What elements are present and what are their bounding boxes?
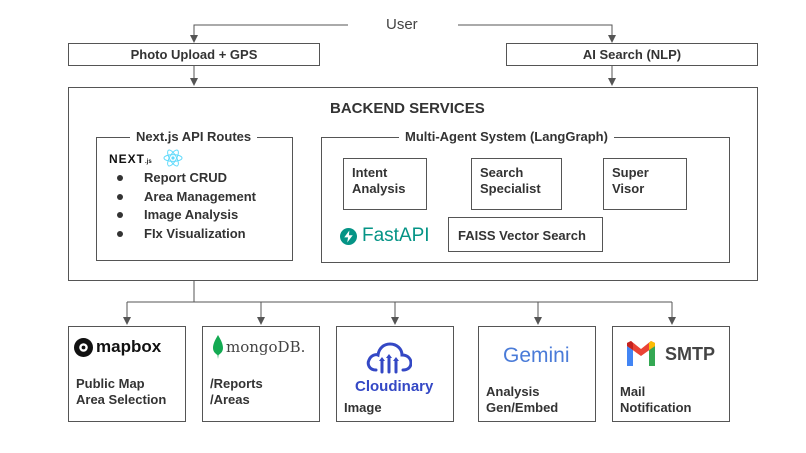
supervisor-line-2: Visor [612,181,645,196]
mapbox-icon [74,337,93,357]
faiss-search-label: FAISS Vector Search [458,228,586,243]
specialist-line-2: Specialist [480,181,541,196]
react-icon [163,149,183,172]
bullet-dot [117,175,123,181]
mongodb-logo: mongoDB. [212,335,305,359]
mongodb-desc: /Reports /Areas [210,376,263,407]
route-item-area-management: Area Management [110,189,256,208]
nextjs-logo: NEXT.js [109,152,152,166]
supervisor-line-1: Super [612,165,649,180]
cloudinary-desc: Image [344,400,382,415]
user-label: User [386,16,418,33]
cloudinary-cloud-icon [366,340,413,379]
cloudinary-logo-text: Cloudinary [355,378,434,395]
photo-upload-label: Photo Upload + GPS [130,47,258,62]
cloudinary-service-box [336,326,454,422]
smtp-logo-text: SMTP [665,344,716,364]
specialist-line-1: Search [480,165,524,180]
mongodb-logo-text: mongoDB. [226,338,306,356]
bullet-dot [117,193,123,200]
api-routes-title: Next.js API Routes [130,129,258,144]
fastapi-logo-text: FastAPI [362,225,430,246]
route-item-fix-visualization: FIx Visualization [110,226,256,245]
fastapi-bolt-icon [340,227,357,245]
api-routes-list: Report CRUD Area Management Image Analys… [110,170,256,244]
nextjs-logo-text: NEXT [109,152,146,166]
intent-line-2: Analysis [352,181,406,196]
mapbox-desc: Public Map Area Selection [76,376,167,407]
ai-search-label: AI Search (NLP) [582,47,682,62]
gemini-service-box [478,326,596,422]
mongodb-leaf-icon [213,335,223,359]
route-item-report-crud: Report CRUD [110,170,256,189]
intent-line-1: Intent [352,165,388,180]
mapbox-logo: mapbox [74,337,161,357]
fastapi-logo: FastAPI [340,225,430,247]
bullet-dot [117,230,123,237]
backend-services-title: BACKEND SERVICES [330,100,485,117]
route-item-image-analysis: Image Analysis [110,207,256,226]
multi-agent-title: Multi-Agent System (LangGraph) [399,129,614,144]
photo-upload-box: Photo Upload + GPS [68,43,320,66]
nextjs-logo-sub: .js [145,159,152,165]
user-to-search-line [458,24,616,43]
user-to-photo-line [190,24,348,43]
supervisor-box: Super Visor [603,158,687,210]
gemini-desc: Analysis Gen/Embed [486,384,559,415]
ai-search-box: AI Search (NLP) [506,43,758,66]
bullet-dot [117,212,123,218]
gmail-icon [625,341,657,371]
intent-analysis-box: Intent Analysis [343,158,427,210]
smtp-desc: Mail Notification [620,384,692,415]
gemini-logo: Gemini [503,344,570,367]
api-routes-box [96,137,293,261]
mapbox-logo-text: mapbox [96,337,162,356]
search-specialist-box: Search Specialist [471,158,562,210]
faiss-search-box: FAISS Vector Search [448,217,603,252]
